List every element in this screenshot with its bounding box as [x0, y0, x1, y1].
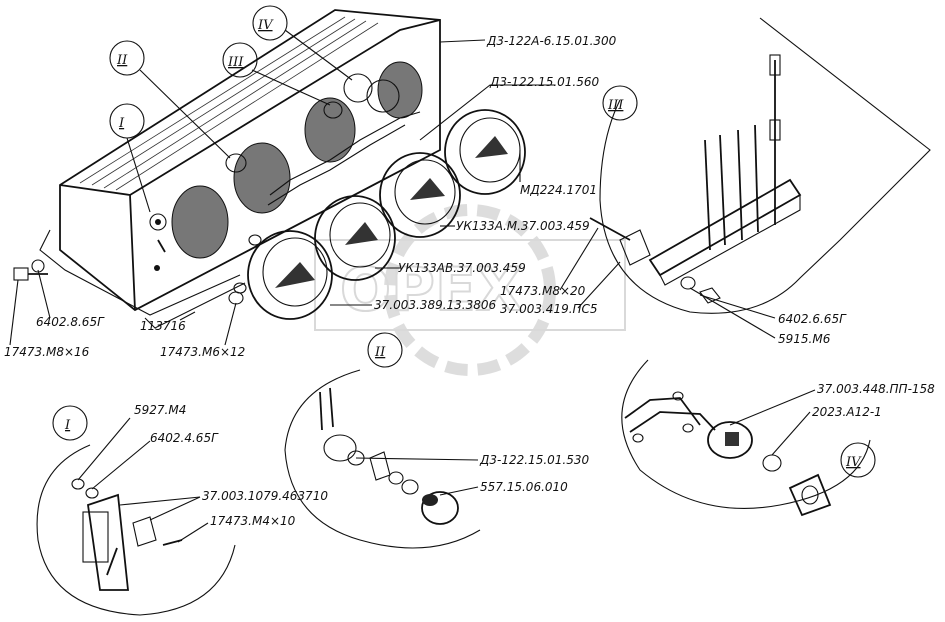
label-d3-bracket: Д3-122.15.01.560 [489, 75, 599, 89]
gauge-uk133am [379, 152, 461, 238]
callout-panel-I: I [109, 103, 151, 213]
label-17473m8x20: 17473.М8×20 [500, 284, 586, 298]
callout-label: II [374, 345, 386, 360]
leader-lines [9, 39, 816, 543]
callout-label: I [118, 116, 125, 131]
callout-label: II [116, 53, 128, 68]
callout-panel-III: III [222, 42, 331, 106]
label-17473m6x12: 17473.М6×12 [160, 345, 245, 359]
label-37003389: 37.003.389.13.3806 [374, 298, 497, 312]
label-uk133av: УК133АВ.37.003.459 [398, 261, 526, 275]
instrument-panel-housing [39, 9, 441, 329]
label-md224: МД224.1701 [520, 183, 597, 197]
part-labels: Д3-122А-6.15.01.300 Д3-122.15.01.560 МД2… [4, 34, 935, 528]
label-17473m4x10: 17473.М4×10 [210, 514, 296, 528]
gauge-uk133av [314, 195, 396, 281]
label-17473m8x16: 17473.М8×16 [4, 345, 90, 359]
callout-label: I [64, 418, 71, 433]
label-uk133am: УК133А.М.37.003.459 [456, 219, 590, 233]
callout-detail-II: II [367, 332, 403, 368]
label-37003448: 37.003.448.ПП-158 [817, 382, 935, 396]
callout-label: III [607, 98, 624, 113]
lamp-sockets [225, 73, 421, 206]
label-557: 557.15.06.010 [480, 480, 568, 494]
callout-label: III [227, 55, 244, 70]
label-6402-865g: 6402.8.65Г [36, 315, 105, 329]
label-6402-465g: 6402.4.65Г [150, 431, 219, 445]
label-6402-665g: 6402.6.65Г [778, 312, 847, 326]
callout-detail-I: I [52, 405, 88, 441]
callout-label: IV [257, 18, 274, 33]
detail-IV-switch [621, 359, 871, 517]
left-bolts [13, 259, 247, 305]
gauge-md224 [444, 109, 526, 195]
detail-I-switch [36, 444, 236, 616]
watermark: OPEX [314, 204, 626, 376]
label-37003-1079: 37.003.1079.463710 [202, 489, 328, 503]
callout-detail-IV: IV [840, 442, 876, 478]
label-113716: 113716 [140, 319, 186, 333]
label-2023a12: 2023.А12-1 [812, 405, 882, 419]
label-d3-lamp: Д3-122.15.01.530 [479, 453, 589, 467]
callout-panel-IV: IV [252, 5, 353, 81]
detail-II-lamp [284, 369, 481, 549]
label-5927m4: 5927.М4 [134, 403, 186, 417]
callout-label: IV [845, 455, 862, 470]
watermark-text: OPEX [340, 255, 522, 325]
detail-III-terminal-block [589, 17, 931, 314]
callout-panel-II: II [109, 40, 231, 159]
label-5915m6: 5915.М6 [778, 332, 831, 346]
gauge-37003389 [247, 230, 333, 320]
label-d3-panel: Д3-122А-6.15.01.300 [486, 34, 617, 48]
label-37003419: 37.003.419.ПС5 [500, 302, 598, 316]
callout-detail-III: III [602, 85, 638, 121]
